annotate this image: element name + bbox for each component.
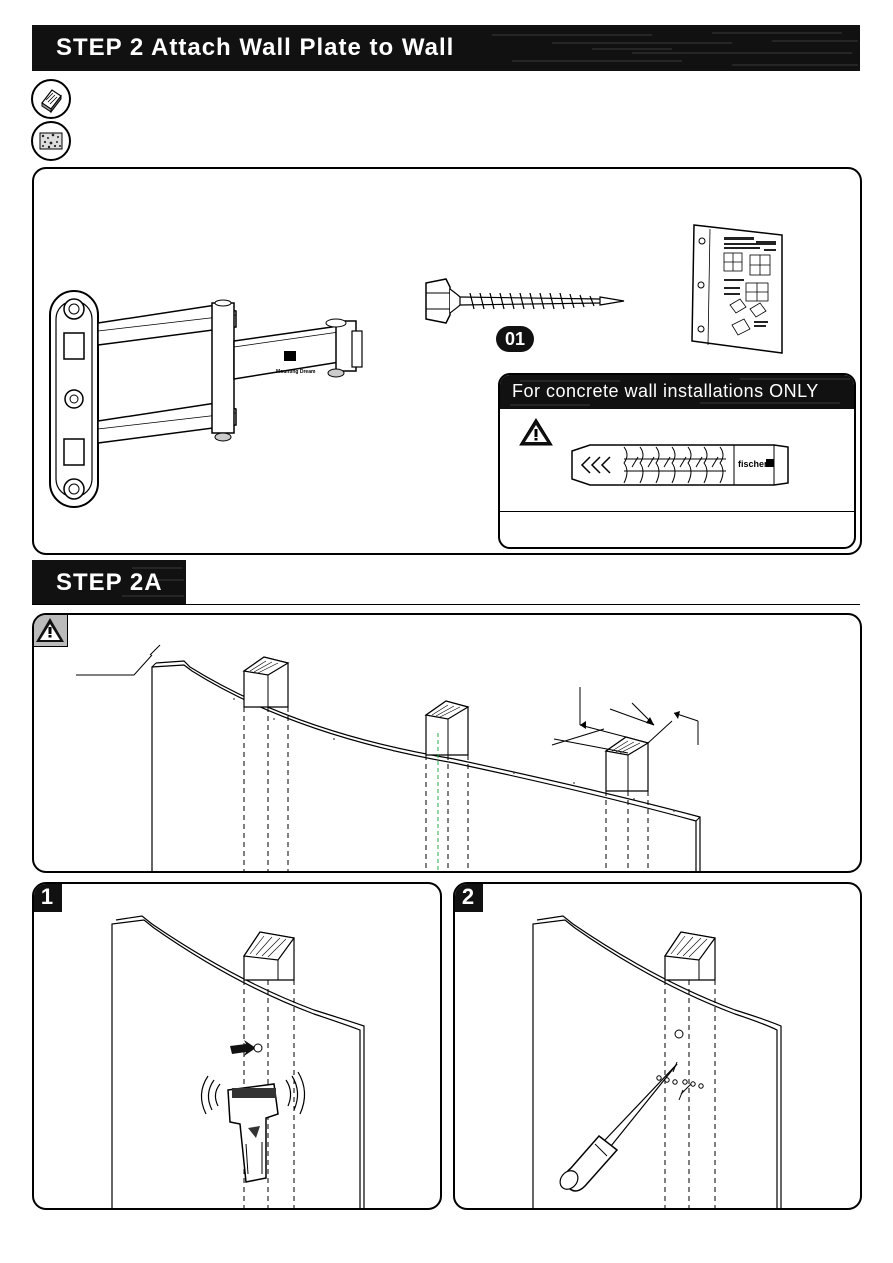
substep-1-number: 1	[40, 884, 54, 909]
wall-studs-diagram	[76, 644, 701, 871]
step2a-rule	[32, 604, 860, 605]
substep-2-panel: 2	[453, 882, 862, 1210]
awl-marking-illustration	[532, 915, 782, 1208]
wall-template-card	[691, 224, 783, 354]
concrete-wall-icon	[31, 121, 71, 161]
concrete-box-title: For concrete wall installations ONLY	[512, 381, 819, 401]
warning-icon	[519, 418, 553, 446]
parts-panel: Mounting Dream 01	[32, 167, 862, 555]
step2a-title: STEP 2A	[56, 569, 163, 596]
concrete-installation-box: For concrete wall installations ONLY	[498, 373, 856, 549]
wood-stud-icon	[31, 79, 71, 119]
substep-1-badge: 1	[34, 884, 62, 912]
wall-anchor-illustration: fischer	[571, 444, 789, 486]
concrete-box-divider	[500, 511, 854, 512]
concrete-box-header: For concrete wall installations ONLY	[500, 375, 854, 409]
substep-2-badge: 2	[455, 884, 483, 912]
anchor-brand-label: fischer	[738, 459, 768, 469]
wall-arm-mount-illustration: Mounting Dream	[49, 290, 363, 508]
step2-banner: STEP 2 Attach Wall Plate to Wall	[32, 25, 860, 71]
screw-label: 01	[504, 328, 526, 349]
substep-1-panel: 1	[32, 882, 442, 1210]
step2a-banner: STEP 2A	[32, 560, 186, 604]
screw-label-badge: 01	[496, 326, 534, 352]
lag-screw-illustration	[425, 278, 625, 324]
stud-finder-illustration	[111, 915, 365, 1208]
arm-brand-label: Mounting Dream	[276, 369, 316, 375]
stud-diagram-panel	[32, 613, 862, 873]
substep-2-number: 2	[461, 884, 475, 909]
stud-warning-badge	[34, 615, 68, 647]
step2-title: STEP 2 Attach Wall Plate to Wall	[56, 34, 455, 61]
